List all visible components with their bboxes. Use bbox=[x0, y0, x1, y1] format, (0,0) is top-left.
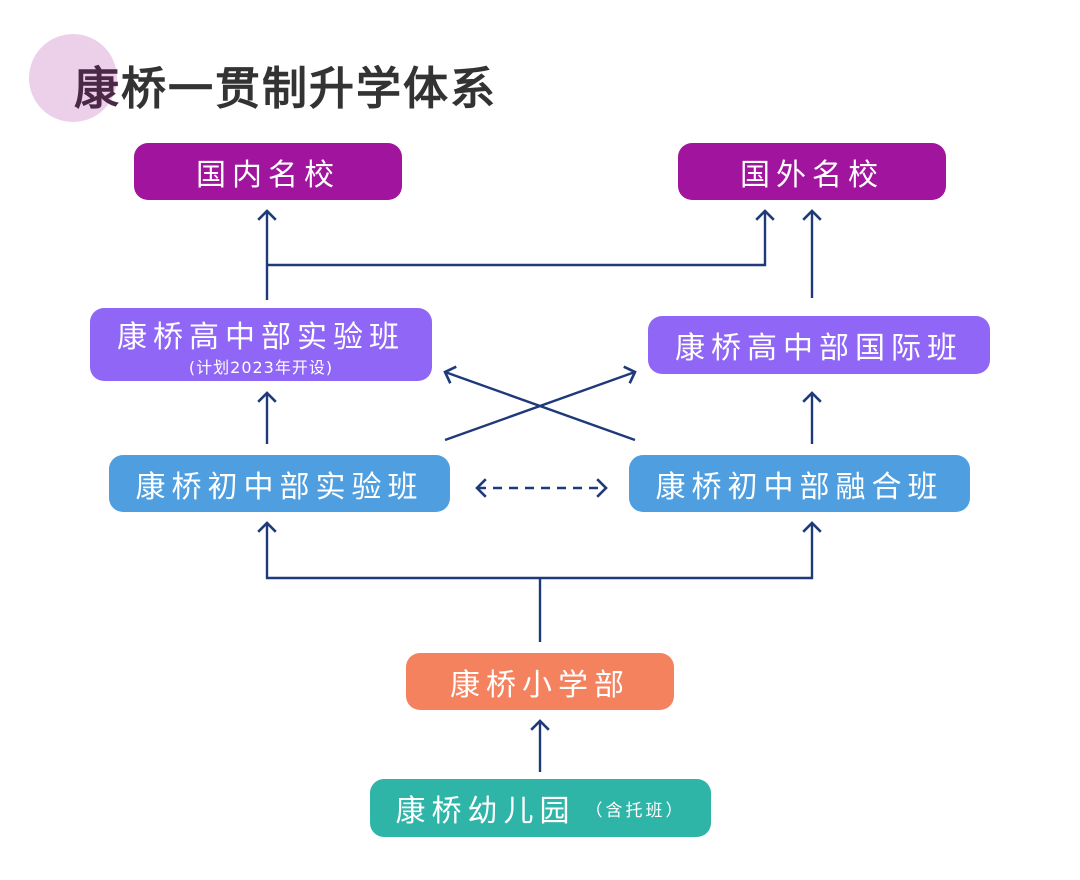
page-title: 康桥一贯制升学体系 bbox=[74, 52, 497, 117]
node-label: 康桥小学部 bbox=[450, 667, 630, 703]
node-middle-fusion: 康桥初中部融合班 bbox=[629, 455, 970, 512]
node-label: 国内名校 bbox=[196, 157, 340, 193]
node-middle-experimental: 康桥初中部实验班 bbox=[109, 455, 450, 512]
node-label: 康桥高中部国际班 bbox=[675, 331, 963, 366]
node-high-experimental: 康桥高中部实验班(计划2023年开设) bbox=[90, 308, 432, 381]
title-first-char: 康 bbox=[74, 62, 122, 115]
node-overseas-schools: 国外名校 bbox=[678, 143, 946, 200]
node-label: 康桥初中部融合班 bbox=[655, 469, 944, 505]
node-label: 康桥幼儿园 bbox=[395, 794, 576, 829]
arrow-midfusion-highexp bbox=[443, 365, 636, 442]
node-domestic-schools: 国内名校 bbox=[134, 143, 402, 200]
node-label: 康桥初中部实验班 bbox=[135, 469, 424, 505]
node-note: （含托班） bbox=[585, 800, 686, 821]
node-note: (计划2023年开设) bbox=[188, 357, 334, 377]
arrow-highexp-overseas bbox=[267, 209, 775, 267]
node-high-international: 康桥高中部国际班 bbox=[648, 316, 990, 374]
node-label: 康桥高中部实验班 bbox=[117, 319, 405, 355]
node-label: 国外名校 bbox=[740, 157, 884, 193]
arrow-primary-midfusion bbox=[540, 521, 822, 580]
node-primary: 康桥小学部 bbox=[406, 653, 674, 710]
arrow-primary-midexp bbox=[257, 521, 540, 580]
title-rest: 桥一贯制升学体系 bbox=[121, 62, 498, 115]
decorative-circle bbox=[29, 34, 117, 122]
node-kindergarten: 康桥幼儿园 （含托班） bbox=[370, 779, 711, 837]
